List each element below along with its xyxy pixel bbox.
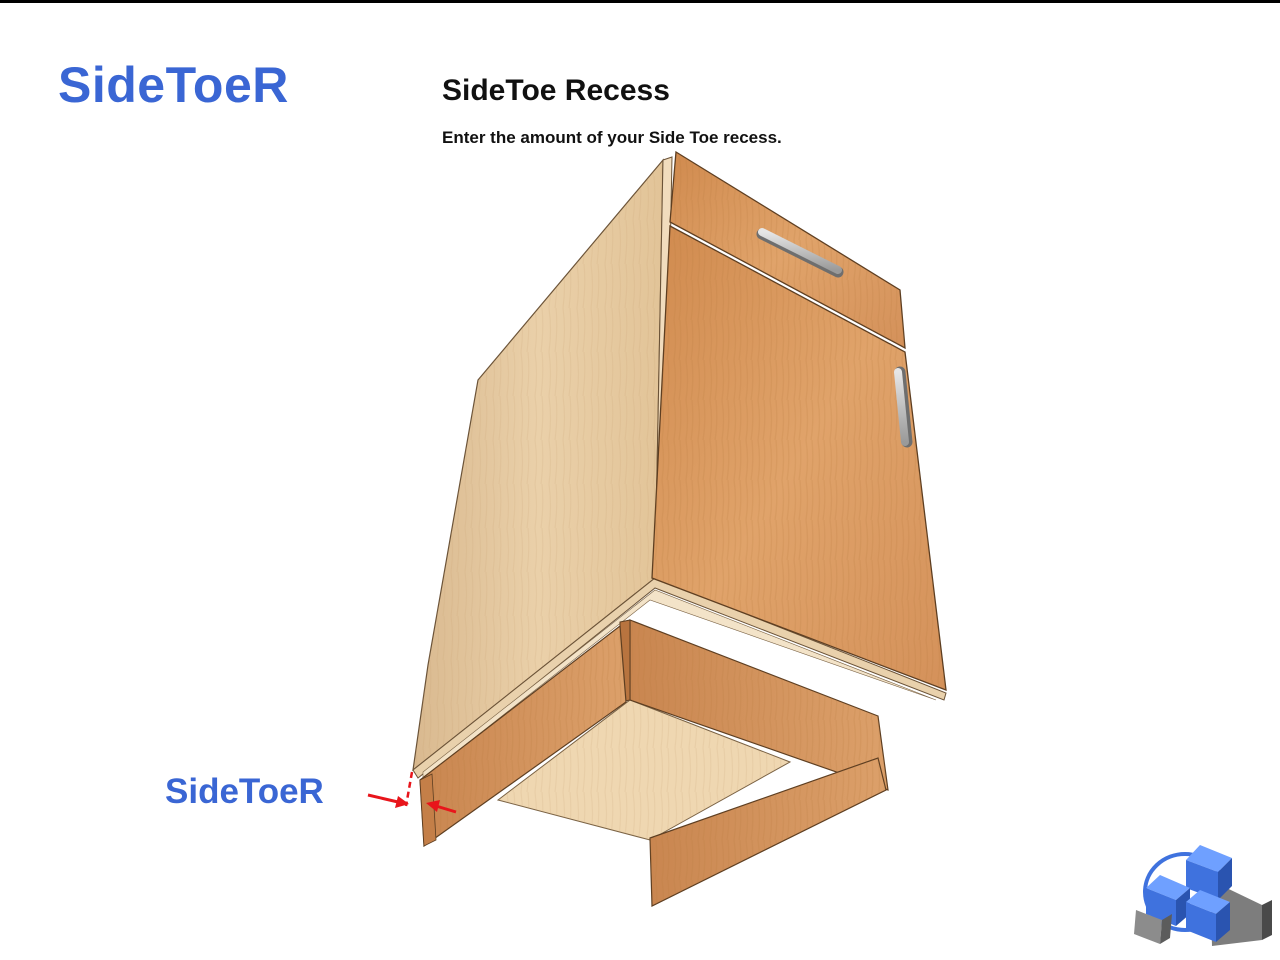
parameter-code-title: SideToeR (58, 57, 289, 113)
door-handle (894, 366, 913, 448)
top-rule (0, 0, 1280, 3)
instruction-text: Enter the amount of your Side Toe recess… (442, 128, 782, 147)
page-title: SideToe Recess (442, 74, 670, 107)
dimension-arrow-icon (367, 771, 457, 814)
side-toe-recess-callout: SideToeR (165, 772, 324, 811)
company-logo-icon (1134, 845, 1272, 946)
drawer-handle (756, 228, 844, 278)
cabinet-illustration (412, 150, 947, 907)
